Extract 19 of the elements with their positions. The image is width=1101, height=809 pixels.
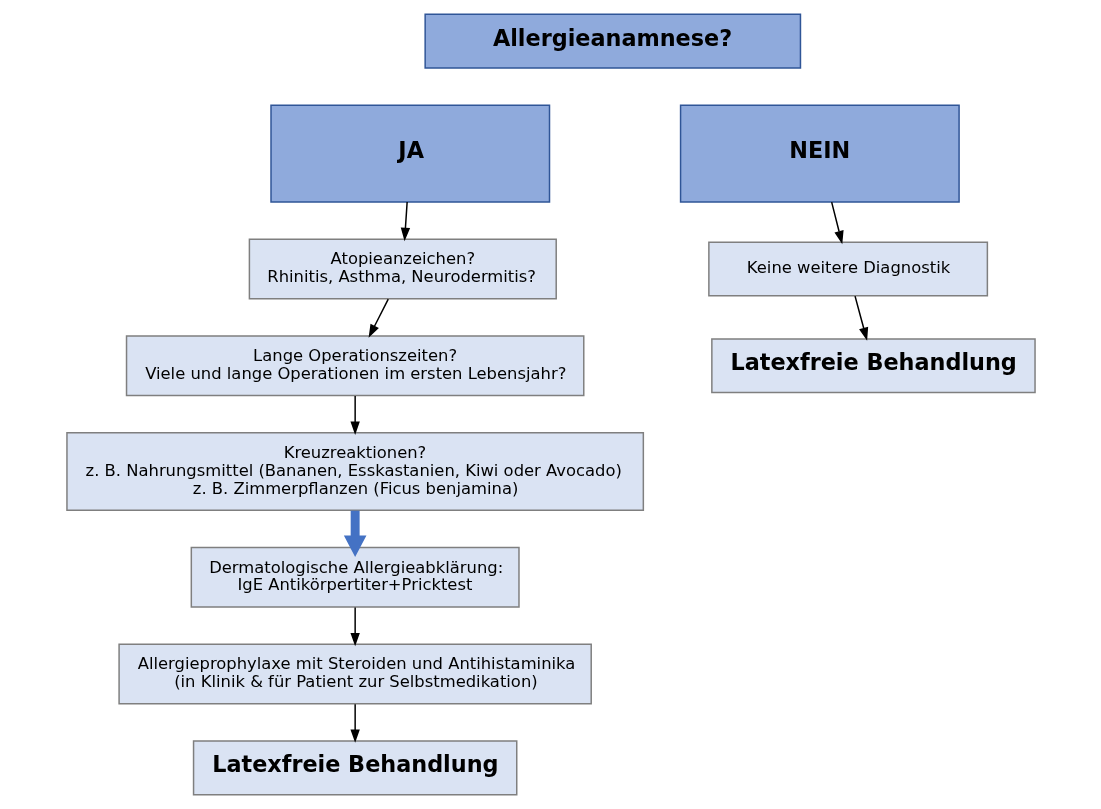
arrow	[368, 298, 389, 338]
arrow	[853, 295, 868, 341]
node-box: Atopieanzeichen? Rhinitis, Asthma, Neurodermitis?	[248, 238, 557, 300]
node-box: Lange Operationszeiten? Viele und lange Operationen im ersten Lebensjahr?	[125, 335, 584, 397]
node-box: Latexfreie Behandlung	[192, 740, 517, 796]
arrow	[400, 201, 410, 242]
node-box: Kreuzreaktionen? z. B. Nahrungsmittel (Bananen, Esskastanien, Kiwi oder Avocado) z. B. Zimmerpflanzen (Ficus benjamina)	[65, 432, 644, 511]
arrow	[830, 201, 844, 245]
arrow	[349, 395, 360, 435]
node-box: NEIN	[679, 104, 960, 203]
node-box: Allergieprophylaxe mit Steroiden und Antihistaminika (in Klinik & für Patient zur Selbstmedikation)	[117, 643, 592, 705]
node-box: Allergieanamnese?	[423, 13, 801, 69]
arrow	[343, 510, 366, 558]
node-box: Latexfreie Behandlung	[710, 338, 1036, 394]
arrow	[349, 703, 360, 743]
arrow	[349, 606, 360, 647]
node-box: Keine weitere Diagnostik	[707, 241, 988, 297]
node-box: JA	[269, 104, 550, 203]
node-box: Dermatologische Allergieabklärung: IgE Antikörpertiter+Pricktest	[190, 546, 520, 608]
